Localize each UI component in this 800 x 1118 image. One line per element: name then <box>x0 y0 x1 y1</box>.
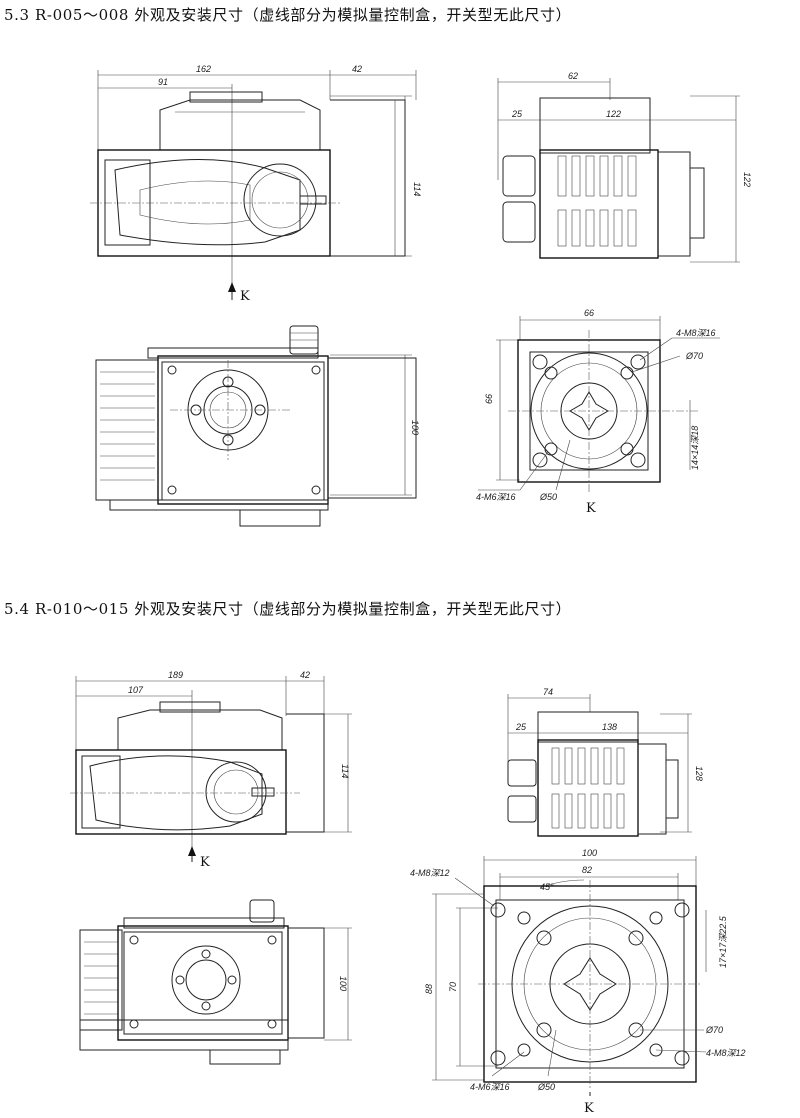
dim-114-5-4: 114 <box>340 764 350 778</box>
dim-107: 107 <box>128 685 144 695</box>
dim-66-w: 66 <box>584 308 594 318</box>
dim-88: 88 <box>424 984 434 994</box>
dim-100-5-3: 100 <box>410 420 420 435</box>
bottom-view-5-3: 100 <box>95 325 420 527</box>
side-view-5-4: 74 25 138 128 <box>507 687 704 837</box>
dim-122-height: 122 <box>742 172 752 187</box>
k-label-flange-5-4: K <box>584 1101 594 1116</box>
front-view-5-3: 162 91 42 114 K <box>90 64 422 304</box>
note-4-m6-depth16: 4-M6深16 <box>476 492 516 502</box>
flange-view-5-3: 66 66 4-M8深16 Ø70 14×14深18 4-M6深16 Ø50 K <box>476 308 720 516</box>
note-4-m6-depth16-5-4: 4-M6深16 <box>470 1082 510 1092</box>
dim-42-5-4: 42 <box>300 670 310 680</box>
dim-100-w: 100 <box>582 848 597 858</box>
dim-74: 74 <box>543 687 553 697</box>
dim-91: 91 <box>158 77 168 87</box>
dim-114: 114 <box>412 182 422 196</box>
note-dia50-5-3: Ø50 <box>539 492 557 502</box>
note-dia70-5-3: Ø70 <box>685 351 703 361</box>
dim-100-5-4: 100 <box>338 976 348 991</box>
k-label-front-5-3: K <box>240 289 250 304</box>
angle-45: 45° <box>540 882 554 892</box>
k-label-front-5-4: K <box>200 855 210 870</box>
dim-42: 42 <box>352 64 362 74</box>
side-view-5-3: 62 25 122 122 <box>497 71 752 263</box>
note-4-m8-depth16: 4-M8深16 <box>676 328 716 338</box>
dim-25-5-4: 25 <box>515 722 527 732</box>
note-14x14-depth18: 14×14深18 <box>690 426 700 470</box>
note-dia50-5-4: Ø50 <box>537 1082 555 1092</box>
flange-view-5-4: 100 82 45° 88 70 4-M8深12 17×17深22.5 Ø <box>410 848 746 1116</box>
dim-70-h: 70 <box>448 982 458 992</box>
dim-82: 82 <box>582 865 592 875</box>
dim-138: 138 <box>602 722 617 732</box>
front-view-5-4: 189 107 42 114 K <box>70 670 352 870</box>
dim-128: 128 <box>694 766 704 781</box>
dim-62: 62 <box>568 71 578 81</box>
section-heading-5-4: 5.4 R-010～015 外观及安装尺寸（虚线部分为模拟量控制盒，开关型无此尺… <box>4 600 572 618</box>
section-heading-5-3: 5.3 R-005～008 外观及安装尺寸（虚线部分为模拟量控制盒，开关型无此尺… <box>4 6 572 24</box>
note-dia70-5-4: Ø70 <box>705 1025 723 1035</box>
dim-122: 122 <box>606 109 621 119</box>
bottom-view-5-4: 100 <box>79 899 352 1065</box>
dim-162: 162 <box>196 64 211 74</box>
note-17x17-depth22-5: 17×17深22.5 <box>718 915 728 968</box>
dim-66-h: 66 <box>484 394 494 404</box>
dim-189: 189 <box>168 670 183 680</box>
note-4-m8-depth12-top: 4-M8深12 <box>410 868 450 878</box>
dim-25: 25 <box>511 109 523 119</box>
note-4-m8-depth12-right: 4-M8深12 <box>706 1048 746 1058</box>
k-label-flange-5-3: K <box>586 501 596 516</box>
